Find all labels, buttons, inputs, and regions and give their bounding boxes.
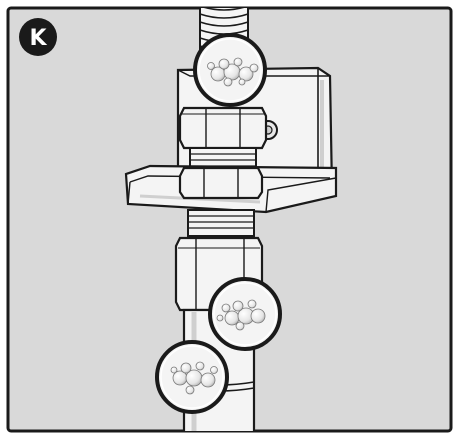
bubbles-callout-middle [208,277,282,351]
lower-hex-nut [178,166,264,200]
bubbles-callout-upper [193,33,267,107]
step-badge: K [19,18,57,56]
soap-bubbles-icon [207,57,259,87]
lower-threads [187,209,255,237]
upper-hex-nut [178,106,268,150]
soap-bubbles-icon [170,361,218,395]
bubbles-callout-lower [155,340,229,414]
soap-bubbles-icon [216,299,266,331]
step-badge-label: K [29,26,47,51]
